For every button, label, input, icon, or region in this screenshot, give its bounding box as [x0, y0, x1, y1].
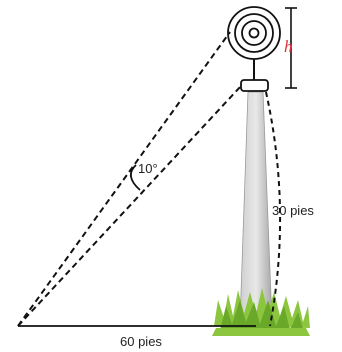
ground-distance-label: 60 pies	[120, 334, 162, 349]
pole-height-arc	[265, 91, 282, 327]
grass	[212, 288, 310, 336]
angle-label: 10°	[138, 161, 158, 176]
sight-line-top	[17, 31, 231, 327]
antenna-mount	[240, 56, 269, 92]
height-bracket	[285, 7, 297, 89]
height-segment-label: h	[284, 37, 293, 56]
pole-height-label: 30 pies	[272, 203, 314, 218]
pole	[239, 91, 273, 323]
angle-arc	[130, 164, 141, 191]
antenna-signal-icon	[227, 6, 281, 60]
sight-line-mount	[17, 85, 242, 327]
